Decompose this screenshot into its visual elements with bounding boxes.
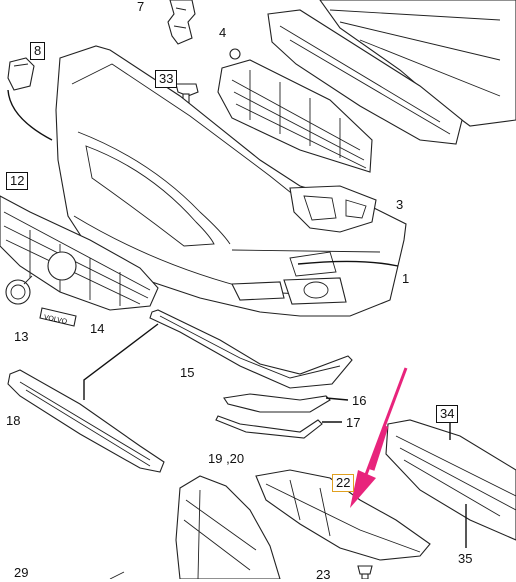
bracket-7-icon [167, 0, 196, 45]
label-15: 15 [180, 365, 195, 380]
molding-17-icon [215, 415, 323, 439]
label-29: 29 [14, 565, 29, 580]
label-19-20: 19 ,20 [208, 451, 245, 466]
label-8: 8 [30, 42, 46, 60]
label-33: 33 [155, 70, 178, 88]
bracket-3-icon [289, 185, 377, 233]
label-22: 22 [332, 474, 355, 492]
label-18: 18 [6, 413, 21, 428]
tow-eye-cover-8-icon [7, 57, 35, 91]
molding-16-icon [223, 393, 331, 413]
label-1: 1 [402, 271, 410, 286]
label-16: 16 [352, 393, 367, 408]
leader-15 [83, 323, 159, 400]
label-14: 14 [90, 321, 105, 336]
label-23: 23 [316, 567, 331, 582]
label-35: 35 [458, 551, 473, 566]
highlight-arrow-icon [350, 367, 408, 508]
label-12: 12 [6, 172, 29, 190]
badge-text: VOLVO [43, 314, 68, 326]
part-29-edge [109, 571, 125, 579]
bumper-cover-1-icon [55, 45, 407, 317]
label-4: 4 [219, 25, 227, 40]
label-17: 17 [346, 415, 361, 430]
label-3: 3 [396, 197, 404, 212]
clip-23-icon [357, 565, 373, 579]
undertray-22-icon [255, 469, 431, 561]
lower-spoiler-34-icon [385, 419, 516, 541]
leader-8 [7, 89, 53, 141]
lower-grille-18-icon [7, 369, 165, 473]
leader-1 [297, 260, 399, 267]
label-7: 7 [137, 0, 145, 14]
grille-insert-4-icon [217, 48, 373, 173]
label-34: 34 [436, 405, 459, 423]
leader-16 [325, 397, 349, 401]
trim-strip-15-icon [149, 309, 353, 389]
label-13: 13 [14, 329, 29, 344]
energy-absorber-icon [267, 9, 463, 145]
emblem-13-icon [5, 275, 33, 305]
splash-shield-19-20-icon [175, 475, 281, 579]
grille-12-icon [0, 195, 159, 311]
volvo-badge-14-icon: VOLVO [39, 307, 77, 327]
